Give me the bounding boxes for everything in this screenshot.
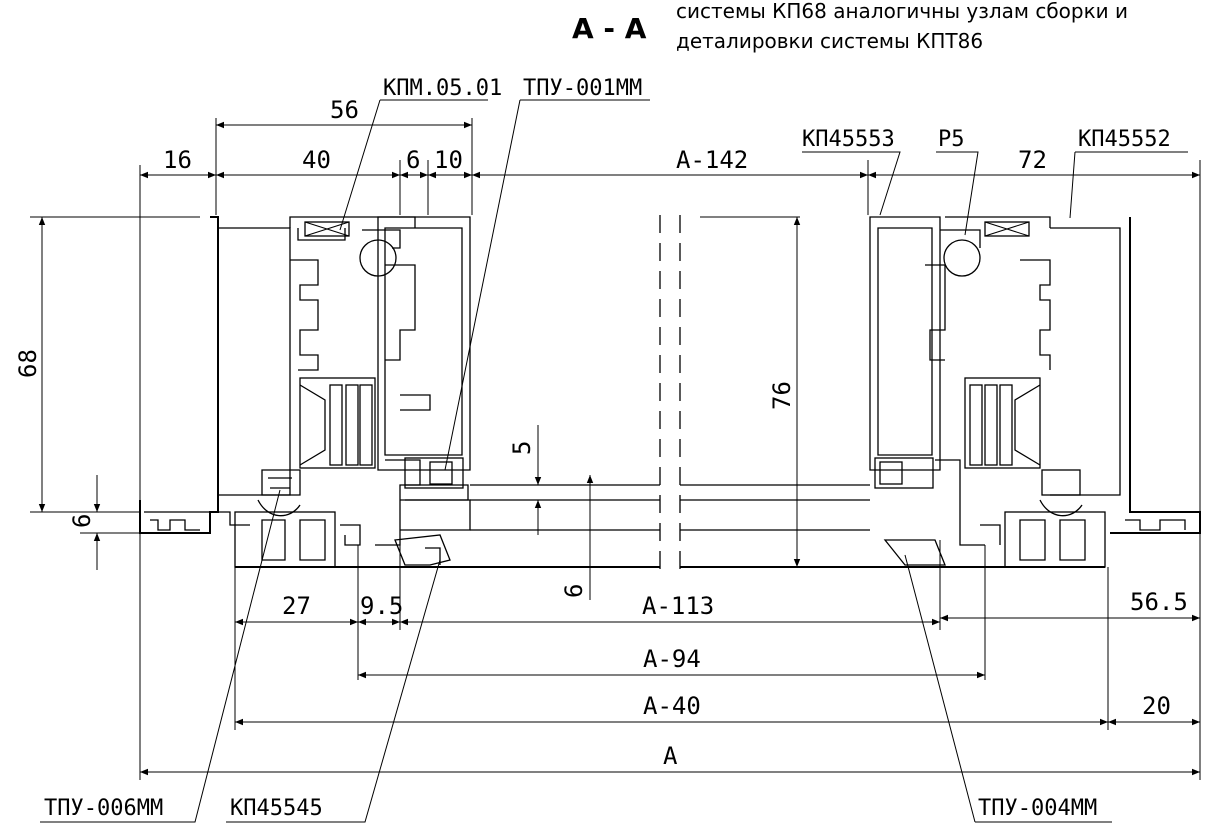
dim-56-5: 56.5 — [1130, 588, 1188, 616]
note-line-2: деталировки системы КПТ86 — [676, 29, 983, 53]
label-tpu-006mm: ТПУ-006ММ — [44, 796, 163, 821]
dim-27: 27 — [282, 592, 311, 620]
dim-6-mid: 6 — [560, 584, 588, 598]
dimension-lines — [30, 118, 1201, 780]
label-p5: Р5 — [938, 127, 965, 152]
label-tpu-001mm: ТПУ-001ММ — [523, 76, 642, 101]
label-kp45553: КП45553 — [802, 127, 895, 152]
label-kp45545: КП45545 — [230, 796, 323, 821]
dim-a-40: A-40 — [643, 692, 701, 720]
dim-16: 16 — [163, 146, 192, 174]
dim-68: 68 — [14, 349, 42, 378]
dim-6-top: 6 — [406, 146, 420, 174]
left-sash-profile — [257, 216, 471, 517]
section-title: A - A — [572, 12, 647, 45]
dim-40: 40 — [302, 146, 331, 174]
dim-a-94: A-94 — [643, 645, 701, 673]
label-kp45552: КП45552 — [1078, 127, 1171, 152]
dim-20: 20 — [1142, 692, 1171, 720]
dim-5: 5 — [508, 441, 536, 455]
left-bottom-track — [234, 457, 660, 568]
dim-56: 56 — [330, 96, 359, 124]
dim-76: 76 — [768, 381, 796, 410]
dim-9-5: 9.5 — [360, 592, 403, 620]
leader-lines — [40, 99, 1188, 823]
label-kpm-05-01: КПМ.05.01 — [383, 76, 502, 101]
dim-a-113: A-113 — [642, 592, 714, 620]
label-tpu-004mm: ТПУ-004ММ — [978, 796, 1097, 821]
dim-6-left: 6 — [68, 514, 96, 528]
dim-a-142: A-142 — [676, 146, 748, 174]
left-frame-profile — [139, 216, 416, 534]
glass-pane — [470, 215, 870, 570]
note-line-1: системы КП68 аналогичны узлам сборки и — [676, 0, 1128, 23]
dim-10: 10 — [434, 146, 463, 174]
dim-72: 72 — [1018, 146, 1047, 174]
right-sash-profile — [869, 216, 1083, 566]
dim-a: A — [663, 742, 678, 770]
